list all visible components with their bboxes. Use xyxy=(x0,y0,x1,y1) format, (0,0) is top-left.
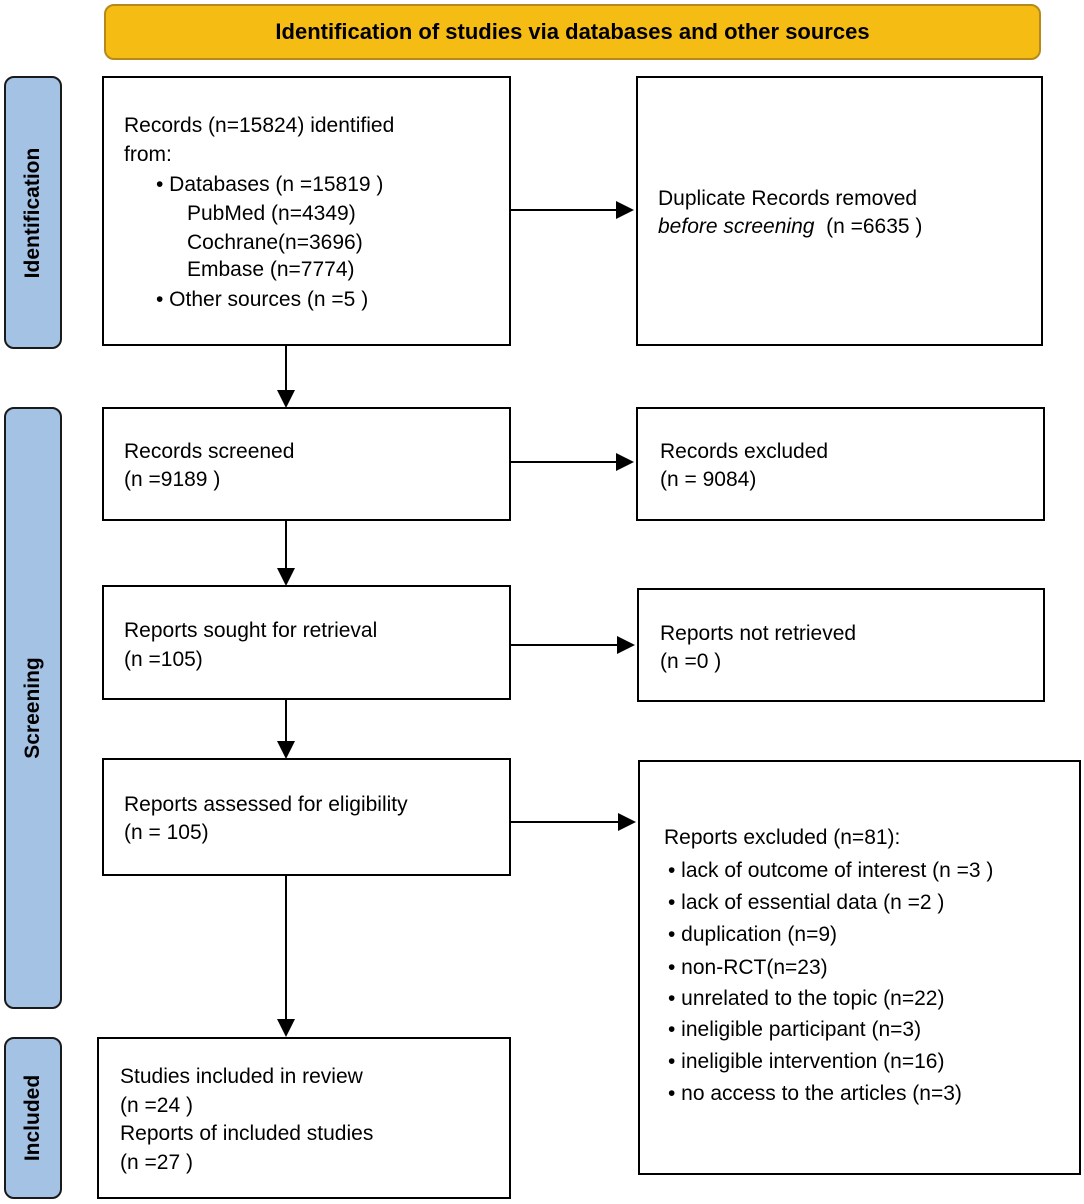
identification-other: • Other sources (n =5 ) xyxy=(156,288,369,311)
not-retrieved-line2: (n =0 ) xyxy=(660,650,722,673)
included-line1: Studies included in review xyxy=(120,1065,363,1088)
reports-excluded-reason: • no access to the articles (n=3) xyxy=(668,1082,962,1105)
sought-line1: Reports sought for retrieval xyxy=(124,619,378,642)
reports-excluded-reason: • non-RCT(n=23) xyxy=(668,956,828,979)
screened-line2: (n =9189 ) xyxy=(124,468,221,491)
assessed-line2: (n = 105) xyxy=(124,821,209,844)
arrowhead-excluded xyxy=(616,453,634,471)
included-box xyxy=(97,1037,511,1199)
arrowhead-screened xyxy=(277,390,295,408)
excluded-line2: (n = 9084) xyxy=(660,468,757,491)
reports-excluded-reason: • ineligible intervention (n=16) xyxy=(668,1050,945,1073)
header-banner: Identification of studies via databases … xyxy=(104,4,1041,60)
assessed-box xyxy=(102,758,511,876)
identification-databases: • Databases (n =15819 ) xyxy=(156,173,384,196)
sought-box xyxy=(102,585,511,700)
included-line3: Reports of included studies xyxy=(120,1122,374,1145)
sought-line2: (n =105) xyxy=(124,648,203,671)
identification-cochrane: Cochrane(n=3696) xyxy=(187,231,363,254)
included-line2: (n =24 ) xyxy=(120,1094,193,1117)
duplicates-line1: Duplicate Records removed xyxy=(658,187,918,210)
not-retrieved-line1: Reports not retrieved xyxy=(660,622,857,645)
arrowhead-reports-excluded xyxy=(618,813,636,831)
duplicates-line2-count: (n =6635 ) xyxy=(814,215,923,238)
not-retrieved-box xyxy=(637,588,1045,702)
duplicates-line2: before screening (n =6635 ) xyxy=(658,213,922,240)
identification-box xyxy=(102,76,511,346)
reports-excluded-title: Reports excluded (n=81): xyxy=(664,826,901,849)
duplicates-line2-italic: before screening xyxy=(658,215,815,238)
phase-screening: Screening xyxy=(4,407,62,1009)
phase-included: Included xyxy=(4,1037,62,1199)
duplicates-box xyxy=(636,76,1043,346)
assessed-line1: Reports assessed for eligibility xyxy=(124,793,408,816)
reports-excluded-reason: • lack of essential data (n =2 ) xyxy=(668,891,945,914)
arrowhead-sought xyxy=(277,568,295,586)
arrowhead-included xyxy=(277,1019,295,1037)
arrowhead-duplicates xyxy=(616,201,634,219)
excluded-line1: Records excluded xyxy=(660,440,829,463)
phase-identification: Identification xyxy=(4,76,62,349)
identification-line2: from: xyxy=(124,143,172,166)
reports-excluded-reason: • unrelated to the topic (n=22) xyxy=(668,987,945,1010)
arrowhead-not-retrieved xyxy=(617,636,635,654)
identification-pubmed: PubMed (n=4349) xyxy=(187,202,356,225)
identification-line1: Records (n=15824) identified xyxy=(124,114,395,137)
screened-line1: Records screened xyxy=(124,440,295,463)
reports-excluded-box xyxy=(638,760,1081,1175)
arrowhead-assessed xyxy=(277,741,295,759)
identification-embase: Embase (n=7774) xyxy=(187,258,355,281)
excluded-box xyxy=(636,407,1045,521)
included-line4: (n =27 ) xyxy=(120,1151,193,1174)
screened-box xyxy=(102,407,511,521)
header-title: Identification of studies via databases … xyxy=(275,19,870,44)
reports-excluded-reason: • ineligible participant (n=3) xyxy=(668,1018,922,1041)
reports-excluded-reason: • lack of outcome of interest (n =3 ) xyxy=(668,859,994,882)
reports-excluded-reason: • duplication (n=9) xyxy=(668,923,838,946)
